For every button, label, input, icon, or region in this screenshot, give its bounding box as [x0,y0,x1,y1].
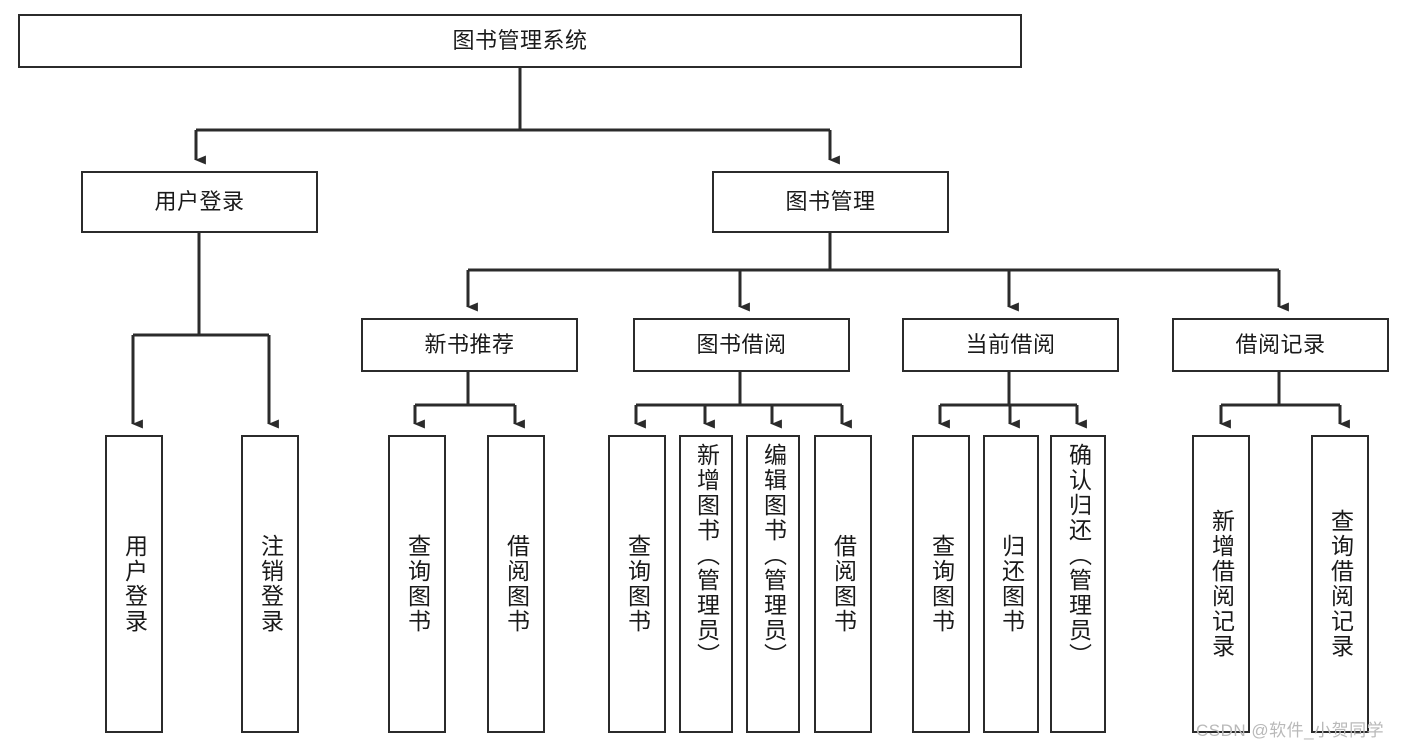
node-leaf-query-book-cur-label: 查询图书 [928,534,955,634]
node-leaf-query-book-borrow-label: 查询图书 [624,534,651,634]
node-book-borrow[interactable]: 图书借阅 [633,318,850,372]
node-user-login-label: 用户登录 [154,189,245,215]
node-leaf-add-record-label: 新增借阅记录 [1208,509,1235,659]
csdn-watermark: CSDN @软件_小贺同学 [1196,721,1385,740]
node-leaf-user-login-label: 用户登录 [121,534,148,634]
node-leaf-query-record[interactable]: 查询借阅记录 [1311,435,1369,733]
node-new-book-rec-label: 新书推荐 [424,332,515,358]
node-current-borrow-label: 当前借阅 [965,332,1056,358]
node-leaf-edit-book-label: 编辑图书（管理员） [760,443,787,668]
node-root-label: 图书管理系统 [452,28,588,54]
node-leaf-confirm-return-label: 确认归还（管理员） [1065,443,1092,668]
node-leaf-return-book-label: 归还图书 [998,534,1025,634]
node-borrow-record[interactable]: 借阅记录 [1172,318,1389,372]
node-leaf-confirm-return[interactable]: 确认归还（管理员） [1050,435,1106,733]
node-borrow-record-label: 借阅记录 [1235,332,1326,358]
node-leaf-user-logout-label: 注销登录 [257,534,284,634]
node-leaf-user-login[interactable]: 用户登录 [105,435,163,733]
node-book-manage[interactable]: 图书管理 [712,171,949,233]
node-user-login[interactable]: 用户登录 [81,171,318,233]
node-leaf-add-book[interactable]: 新增图书（管理员） [679,435,733,733]
node-leaf-borrow-book-label: 借阅图书 [830,534,857,634]
node-book-borrow-label: 图书借阅 [696,332,787,358]
node-leaf-query-book-rec-label: 查询图书 [404,534,431,634]
node-leaf-borrow-book[interactable]: 借阅图书 [814,435,872,733]
node-root[interactable]: 图书管理系统 [18,14,1022,68]
node-leaf-borrow-book-rec-label: 借阅图书 [503,534,530,634]
node-leaf-return-book[interactable]: 归还图书 [983,435,1039,733]
node-leaf-query-book-cur[interactable]: 查询图书 [912,435,970,733]
node-leaf-user-logout[interactable]: 注销登录 [241,435,299,733]
node-leaf-query-book-rec[interactable]: 查询图书 [388,435,446,733]
node-book-manage-label: 图书管理 [785,189,876,215]
node-current-borrow[interactable]: 当前借阅 [902,318,1119,372]
node-leaf-query-record-label: 查询借阅记录 [1327,509,1354,659]
node-leaf-add-book-label: 新增图书（管理员） [693,443,720,668]
node-leaf-edit-book[interactable]: 编辑图书（管理员） [746,435,800,733]
node-new-book-rec[interactable]: 新书推荐 [361,318,578,372]
node-leaf-borrow-book-rec[interactable]: 借阅图书 [487,435,545,733]
node-leaf-query-book-borrow[interactable]: 查询图书 [608,435,666,733]
node-leaf-add-record[interactable]: 新增借阅记录 [1192,435,1250,733]
